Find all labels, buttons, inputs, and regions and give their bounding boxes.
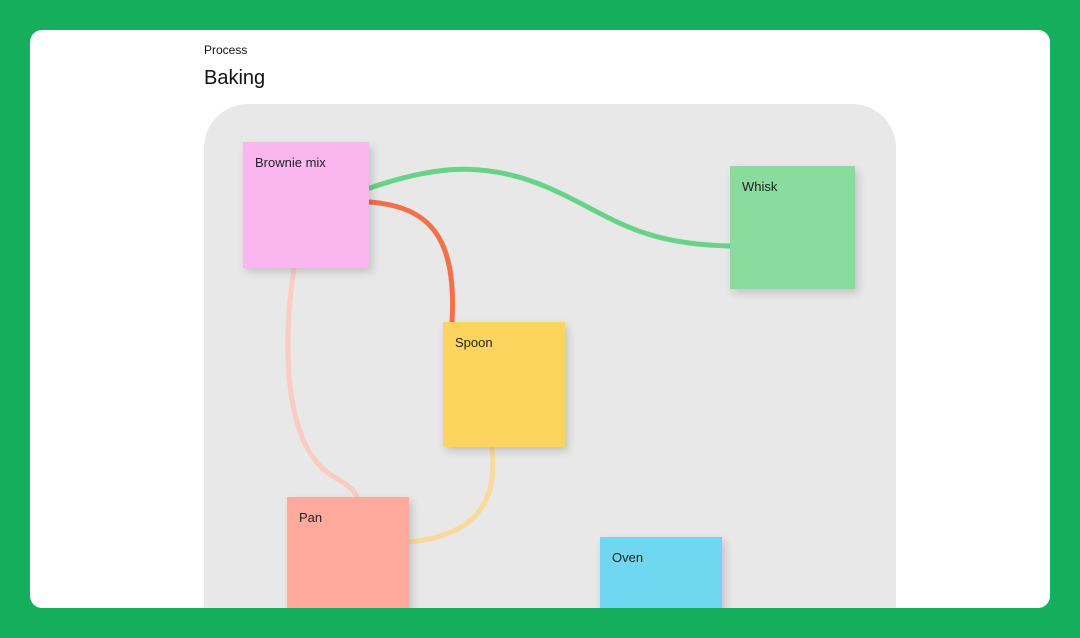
sticky-note-oven[interactable]: Oven [600, 537, 722, 608]
connector-brownie-to-pan[interactable] [285, 265, 360, 500]
connector-layer [285, 166, 733, 545]
sticky-note-pan[interactable]: Pan [287, 497, 409, 608]
connector-brownie-to-whisk[interactable] [367, 166, 733, 249]
sticky-note-brownie-mix[interactable]: Brownie mix [243, 142, 369, 268]
sticky-note-label: Spoon [455, 335, 493, 350]
page-eyebrow: Process [204, 43, 248, 57]
sticky-note-label: Pan [299, 510, 323, 525]
sticky-note-label: Brownie mix [255, 155, 326, 170]
connector-spoon-to-pan[interactable] [407, 445, 496, 545]
sticky-note-spoon[interactable]: Spoon [443, 322, 565, 447]
page-title: Baking [204, 67, 266, 89]
sticky-note-label: Whisk [742, 179, 778, 194]
sticky-note-whisk[interactable]: Whisk [730, 166, 855, 289]
page-header: Process Baking [204, 41, 265, 90]
connector-brownie-to-spoon[interactable] [367, 199, 456, 325]
sticky-note-label: Oven [612, 550, 644, 565]
